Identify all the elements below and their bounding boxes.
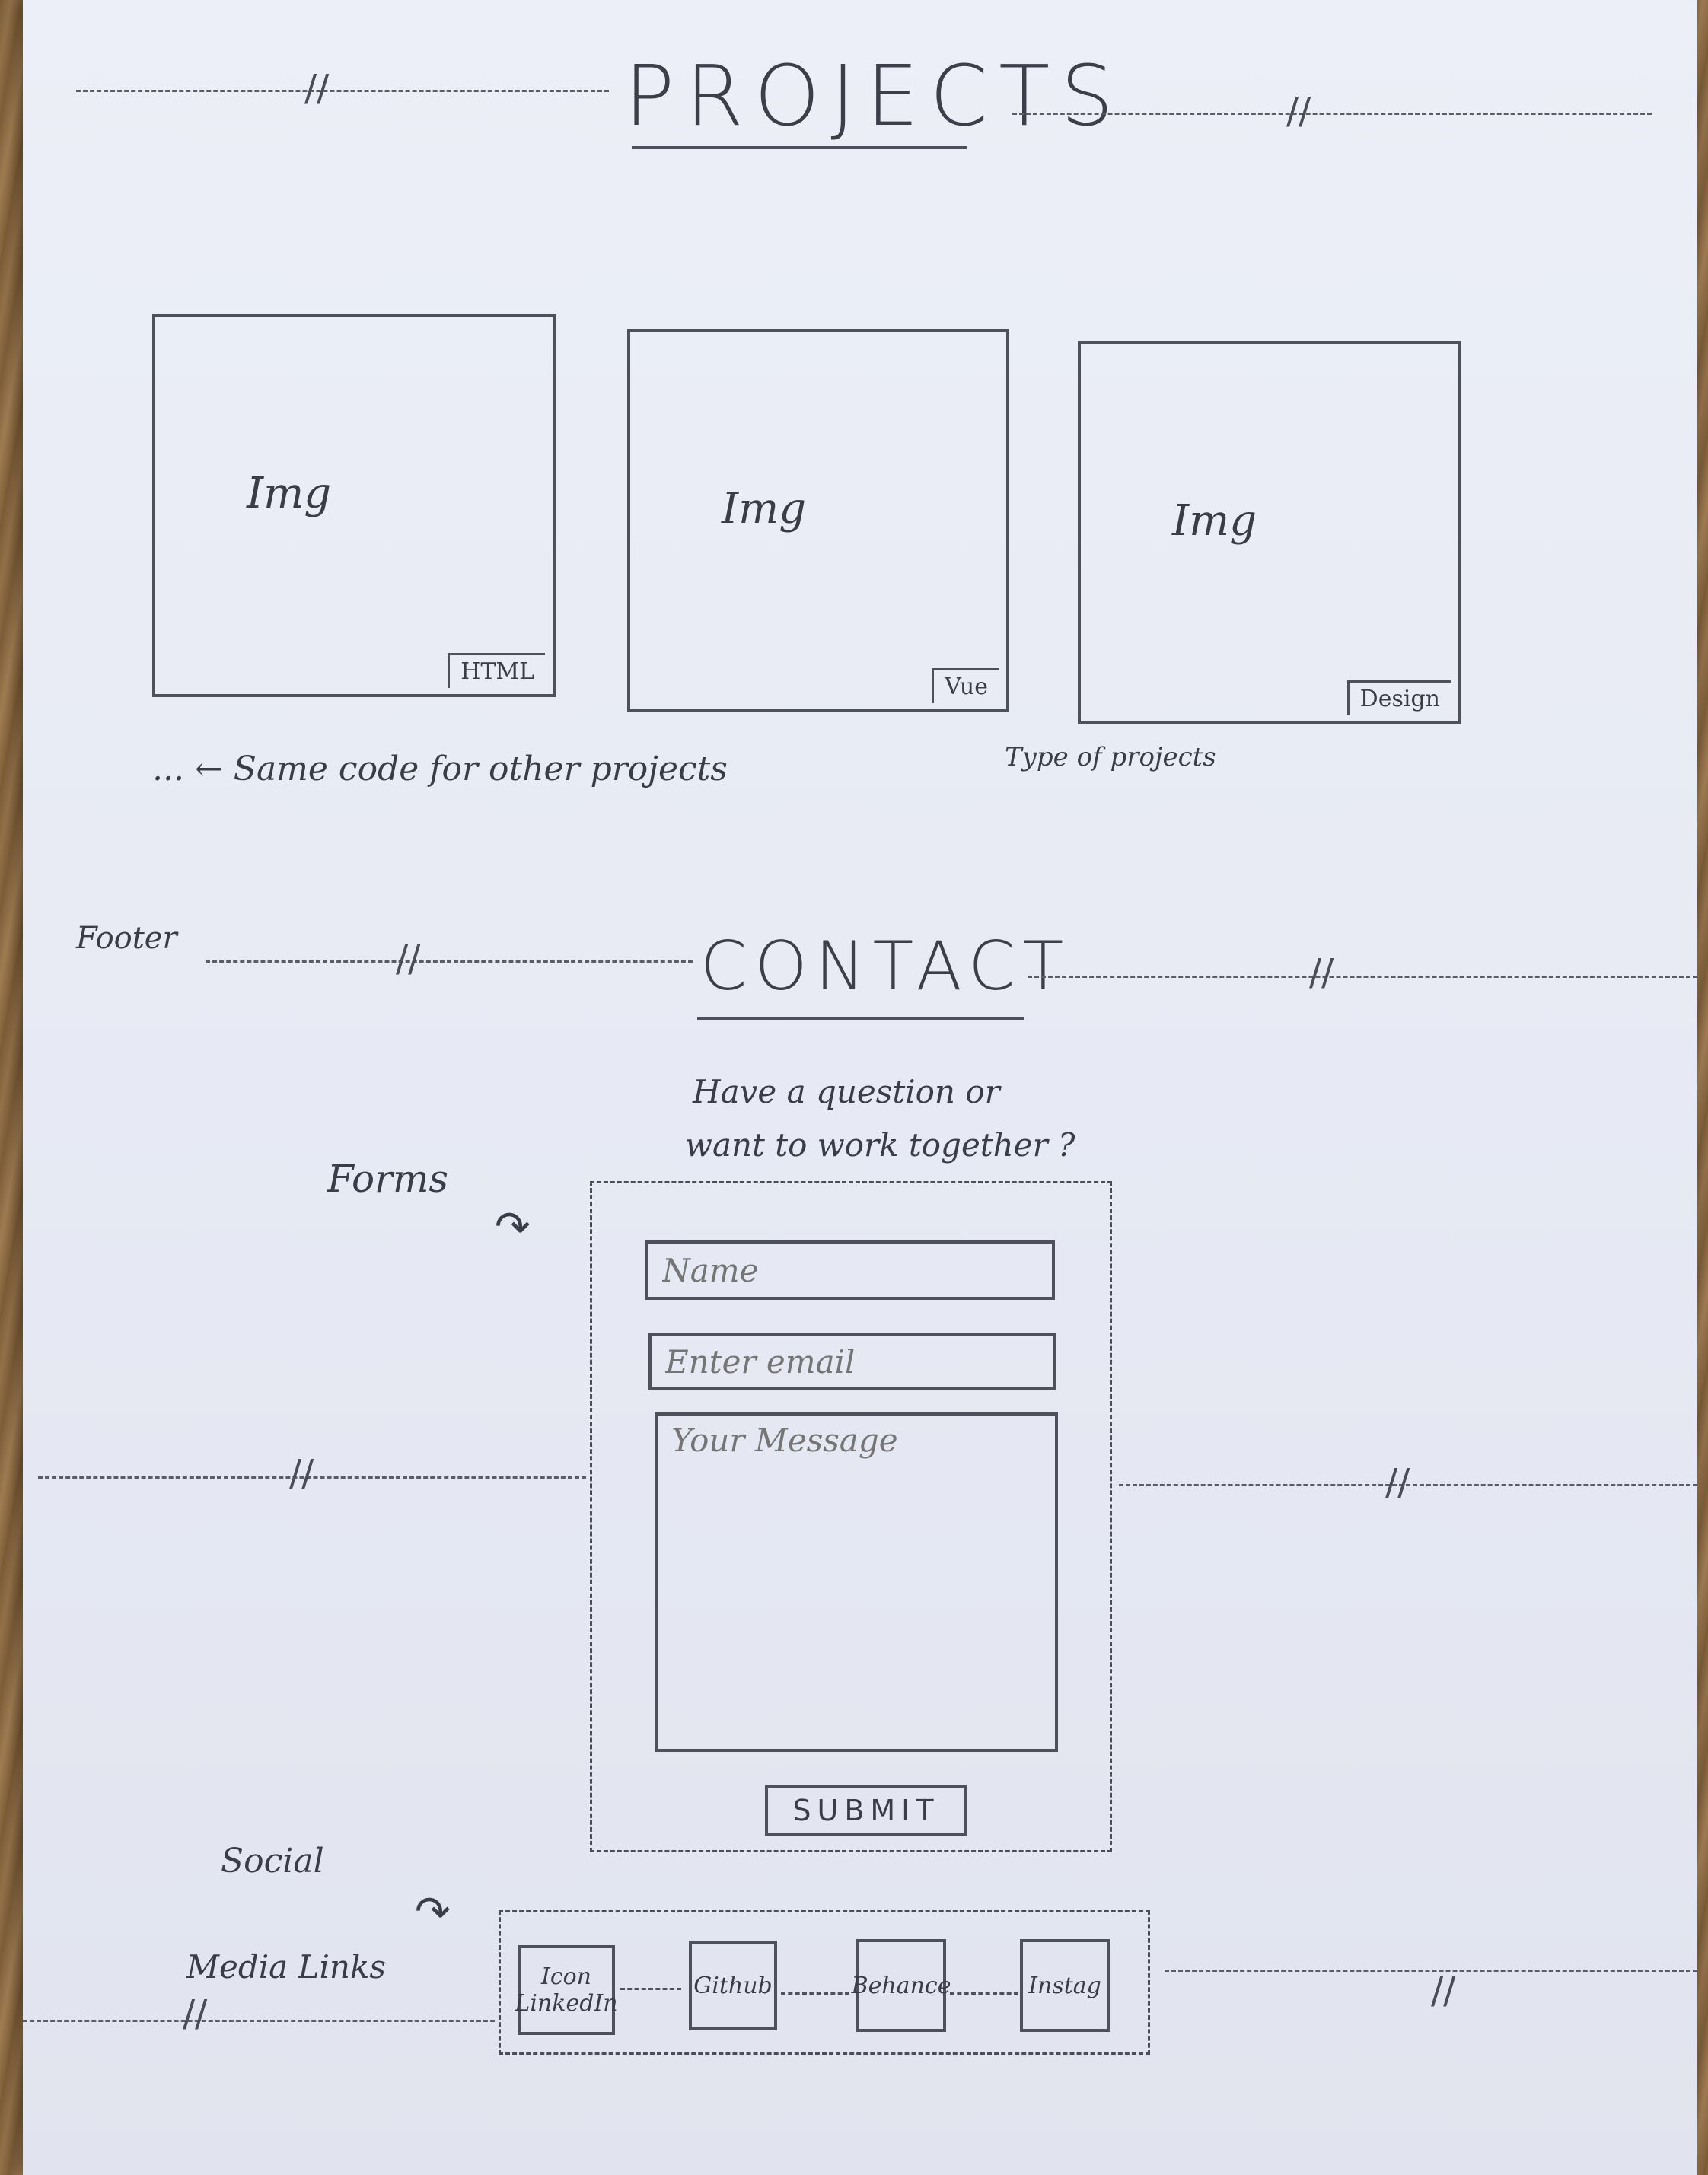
project-image-placeholder: Img [247, 469, 332, 518]
section-divider-left [23, 2020, 495, 2022]
section-divider-left [76, 90, 609, 92]
social-link-label: LinkedIn [515, 1990, 618, 2017]
divider-mark: // [1309, 951, 1334, 994]
project-card[interactable]: Img HTML [152, 314, 556, 697]
link-separator [781, 1992, 849, 1995]
divider-mark: // [1385, 1461, 1410, 1504]
instagram-link[interactable]: Instag [1020, 1939, 1110, 2032]
email-input[interactable] [648, 1333, 1056, 1390]
forms-label: Forms [327, 1157, 449, 1201]
sketch-paper: // PROJECTS // Img HTML Img Vue Img Desi… [23, 0, 1697, 2175]
section-divider-right [1012, 113, 1652, 115]
submit-button[interactable]: SUBMIT [765, 1785, 967, 1836]
behance-link[interactable]: Behance [852, 1939, 951, 2032]
project-type-note: Type of projects [1005, 742, 1216, 772]
section-divider-right [1165, 1970, 1697, 1972]
contact-question-line1: Have a question or [693, 1073, 1000, 1110]
project-type-tag: Design [1346, 680, 1451, 715]
project-card[interactable]: Img Design [1078, 341, 1461, 724]
social-label-line1: Social [221, 1842, 324, 1880]
social-label-line2: Media Links [186, 1948, 386, 1986]
projects-title: PROJECTS [624, 47, 1125, 145]
contact-form [590, 1181, 1112, 1852]
project-type-tag: Vue [932, 668, 999, 703]
social-link-label: Instag [1028, 1972, 1101, 1999]
divider-mark: // [304, 67, 330, 110]
divider-mark: // [1286, 90, 1311, 132]
divider-mark: // [289, 1452, 314, 1495]
social-link-label: Github [693, 1972, 773, 1999]
project-image-placeholder: Img [722, 484, 807, 533]
project-card[interactable]: Img Vue [627, 329, 1009, 712]
github-link[interactable]: Github [689, 1941, 777, 2030]
section-divider-left [206, 960, 693, 963]
social-link-label: Icon [540, 1963, 592, 1990]
link-separator [620, 1988, 681, 1990]
social-link-label: Behance [851, 1972, 951, 1999]
social-links-bar [499, 1910, 1150, 2055]
project-type-tag: HTML [448, 653, 545, 688]
projects-title-underline [632, 146, 967, 149]
divider-mark: // [396, 938, 421, 980]
message-textarea[interactable] [655, 1412, 1058, 1752]
section-divider-right [1119, 1484, 1697, 1486]
link-separator [950, 1992, 1018, 1995]
section-divider-left [38, 1476, 586, 1479]
same-code-note: ... ← Same code for other projects [152, 750, 728, 788]
section-divider-right [1028, 976, 1697, 978]
contact-title-underline [697, 1017, 1024, 1020]
arrow-icon: ↷ [495, 1202, 531, 1252]
name-input[interactable] [645, 1240, 1055, 1300]
linkedin-link[interactable]: Icon LinkedIn [515, 1945, 618, 2035]
divider-mark: // [183, 1992, 208, 2035]
contact-question-line2: want to work together ? [685, 1126, 1075, 1164]
project-image-placeholder: Img [1172, 496, 1257, 546]
divider-mark: // [1431, 1970, 1456, 2012]
footer-label: Footer [76, 921, 177, 956]
contact-title: CONTACT [700, 927, 1072, 1005]
arrow-icon: ↷ [415, 1887, 451, 1937]
